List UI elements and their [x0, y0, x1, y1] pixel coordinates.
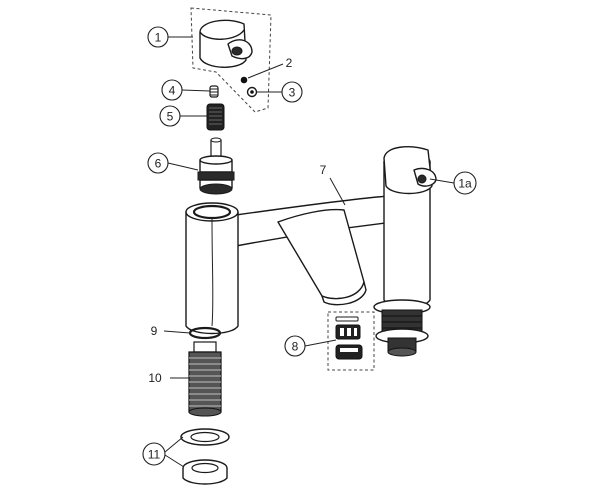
callout-9-label: 9	[151, 324, 158, 338]
callout-3-label: 3	[289, 86, 296, 100]
callout-3: 3	[281, 81, 303, 103]
callout-10: 10	[148, 371, 162, 385]
part-10-threaded-tail-icon	[188, 341, 222, 417]
callout-8: 8	[284, 335, 306, 357]
callout-9: 9	[151, 324, 158, 338]
callout-1a: 1a	[453, 171, 477, 195]
callout-2: 2	[286, 56, 293, 70]
callout-11: 11	[142, 442, 166, 466]
part-2-screw-dot-icon	[240, 76, 248, 84]
part-5-spline-adapter-icon	[206, 103, 225, 131]
callout-6: 6	[147, 152, 169, 174]
leader-lines	[163, 36, 455, 468]
callout-6-label: 6	[155, 157, 162, 171]
callout-1: 1	[147, 26, 169, 48]
callout-4: 4	[161, 79, 183, 101]
right-threaded-connector-icon	[373, 299, 431, 357]
callout-7: 7	[320, 163, 327, 177]
callout-5: 5	[159, 105, 181, 127]
part-1-handle-group	[190, 7, 272, 113]
part-1-dashed-box	[190, 7, 272, 113]
handle-cap-icon	[199, 19, 253, 68]
callout-4-label: 4	[169, 84, 176, 98]
part-11-nut-icon	[182, 459, 228, 485]
callout-5-label: 5	[167, 110, 174, 124]
callout-2-label: 2	[286, 56, 293, 70]
callout-1a-label: 1a	[458, 177, 472, 191]
part-7-tap-body	[185, 146, 437, 335]
part-3-cap-icon	[246, 86, 258, 98]
part-11-washer-icon	[180, 428, 230, 446]
callout-10-label: 10	[148, 371, 162, 385]
callout-1-label: 1	[155, 31, 162, 45]
callout-8-label: 8	[292, 340, 299, 354]
part-4-grub-screw-icon	[209, 85, 219, 98]
part-8-aerator-group	[327, 311, 375, 371]
part-6-cartridge-icon	[197, 137, 235, 195]
callout-11-label: 11	[148, 448, 161, 462]
part-8-dashed-box	[327, 311, 375, 371]
callout-7-label: 7	[320, 163, 327, 177]
